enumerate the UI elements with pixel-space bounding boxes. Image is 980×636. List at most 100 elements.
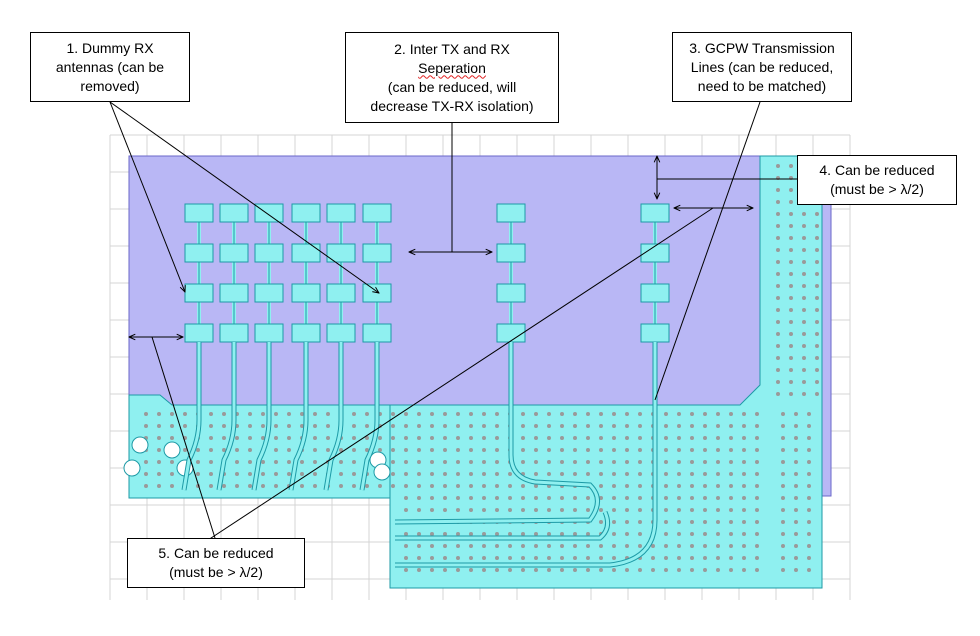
via bbox=[776, 332, 780, 336]
via bbox=[456, 472, 460, 476]
via bbox=[586, 496, 590, 500]
via bbox=[815, 320, 819, 324]
via bbox=[313, 436, 317, 440]
via bbox=[391, 424, 395, 428]
via bbox=[802, 248, 806, 252]
callout-1-line-2: antennas (can be bbox=[55, 58, 165, 75]
via bbox=[815, 368, 819, 372]
via bbox=[802, 320, 806, 324]
via bbox=[776, 320, 780, 324]
via bbox=[495, 556, 499, 560]
via bbox=[612, 472, 616, 476]
via bbox=[235, 460, 239, 464]
via bbox=[802, 356, 806, 360]
via bbox=[638, 424, 642, 428]
via bbox=[508, 532, 512, 536]
via bbox=[599, 496, 603, 500]
via bbox=[781, 484, 785, 488]
via bbox=[352, 436, 356, 440]
patch-element bbox=[219, 203, 249, 223]
via bbox=[690, 568, 694, 572]
via bbox=[456, 496, 460, 500]
via bbox=[261, 436, 265, 440]
via bbox=[417, 496, 421, 500]
via bbox=[716, 448, 720, 452]
patch-element bbox=[184, 203, 214, 223]
via bbox=[378, 448, 382, 452]
via bbox=[807, 460, 811, 464]
via bbox=[755, 472, 759, 476]
via bbox=[534, 556, 538, 560]
via bbox=[703, 544, 707, 548]
via bbox=[404, 436, 408, 440]
callout-5-line-2: (must be > λ/2) bbox=[169, 564, 263, 580]
patch-element bbox=[326, 203, 356, 223]
via bbox=[365, 424, 369, 428]
patch-element bbox=[291, 283, 321, 303]
via bbox=[261, 472, 265, 476]
via bbox=[417, 568, 421, 572]
via bbox=[521, 544, 525, 548]
via bbox=[534, 412, 538, 416]
via bbox=[209, 460, 213, 464]
via bbox=[443, 496, 447, 500]
pointer-dummy-rx-left bbox=[109, 101, 185, 292]
via bbox=[789, 284, 793, 288]
via bbox=[703, 448, 707, 452]
via bbox=[508, 484, 512, 488]
callout-edge-spacing: 4. Can be reduced (must be > λ/2) bbox=[797, 155, 957, 205]
via bbox=[274, 436, 278, 440]
via bbox=[664, 556, 668, 560]
via bbox=[183, 448, 187, 452]
via bbox=[469, 460, 473, 464]
patch-element bbox=[291, 203, 321, 223]
via bbox=[469, 496, 473, 500]
via bbox=[789, 332, 793, 336]
via bbox=[157, 460, 161, 464]
via bbox=[789, 380, 793, 384]
via bbox=[729, 532, 733, 536]
transmission-line-core bbox=[394, 342, 599, 524]
via bbox=[456, 460, 460, 464]
via bbox=[802, 224, 806, 228]
via bbox=[781, 472, 785, 476]
via bbox=[222, 436, 226, 440]
via bbox=[144, 460, 148, 464]
via bbox=[755, 412, 759, 416]
via bbox=[482, 556, 486, 560]
via bbox=[690, 544, 694, 548]
via bbox=[664, 436, 668, 440]
via bbox=[802, 260, 806, 264]
via bbox=[815, 296, 819, 300]
via bbox=[664, 520, 668, 524]
via bbox=[469, 436, 473, 440]
via bbox=[534, 460, 538, 464]
via bbox=[794, 556, 798, 560]
via bbox=[534, 544, 538, 548]
via bbox=[690, 496, 694, 500]
transmission-line-core bbox=[289, 342, 308, 491]
via bbox=[703, 412, 707, 416]
via bbox=[664, 472, 668, 476]
via bbox=[776, 344, 780, 348]
antenna-column bbox=[359, 203, 392, 491]
via bbox=[690, 436, 694, 440]
via bbox=[729, 520, 733, 524]
via bbox=[625, 436, 629, 440]
via bbox=[560, 532, 564, 536]
via bbox=[521, 508, 525, 512]
via bbox=[612, 496, 616, 500]
via bbox=[495, 496, 499, 500]
via bbox=[599, 544, 603, 548]
via bbox=[196, 472, 200, 476]
via bbox=[802, 332, 806, 336]
via bbox=[815, 392, 819, 396]
via bbox=[638, 532, 642, 536]
via bbox=[274, 460, 278, 464]
via bbox=[521, 424, 525, 428]
via bbox=[586, 436, 590, 440]
via bbox=[586, 532, 590, 536]
via bbox=[789, 272, 793, 276]
via bbox=[495, 412, 499, 416]
via bbox=[716, 472, 720, 476]
